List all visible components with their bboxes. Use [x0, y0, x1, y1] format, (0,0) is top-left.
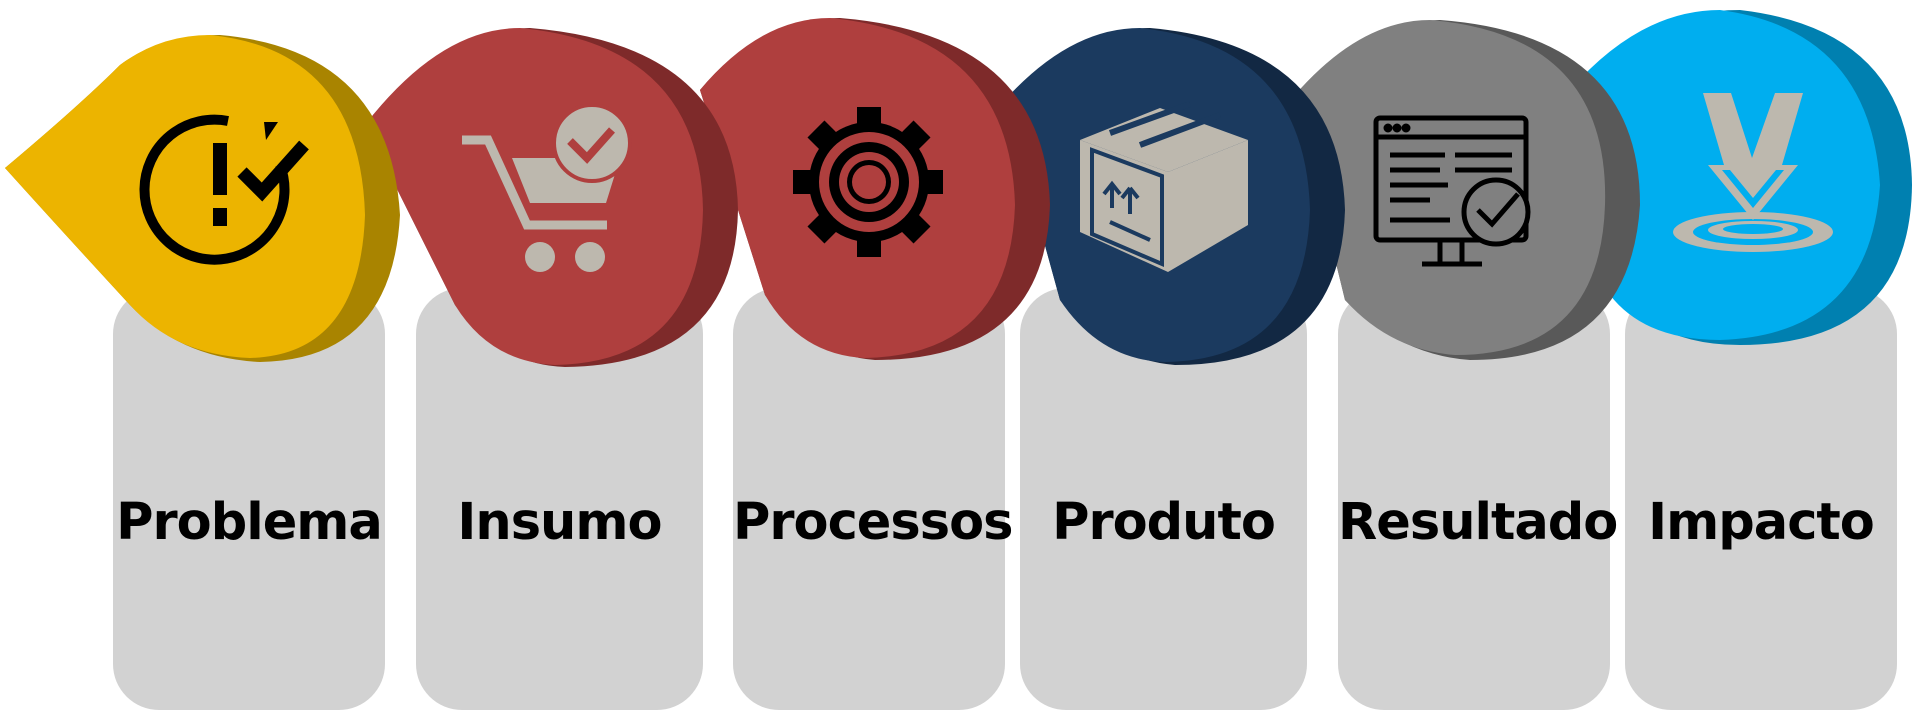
drop-resultado-body: [1295, 20, 1606, 355]
drop-processos: [700, 18, 1050, 360]
drop-resultado: [1295, 20, 1640, 360]
step-label-resultado: Resultado: [1338, 493, 1618, 552]
drop-produto: [1005, 28, 1345, 365]
monitor-check-icon: [1373, 115, 1531, 267]
drop-insumo: [365, 28, 738, 367]
impact-arrow-ripple-icon: [1673, 93, 1833, 252]
step-label-impacto: Impacto: [1648, 493, 1875, 552]
step-label-produto: Produto: [1052, 493, 1276, 552]
drop-impacto: [1570, 10, 1912, 345]
drop-problema: [5, 35, 400, 362]
step-label-processos: Processos: [733, 493, 1014, 552]
gear-icon: [793, 107, 943, 257]
shopping-cart-check-icon: [462, 103, 632, 272]
step-label-problema: Problema: [116, 493, 383, 552]
drop-problema-body: [5, 35, 365, 358]
problem-alert-check-icon: [139, 114, 309, 265]
step-card-impacto: [1625, 288, 1897, 710]
step-label-insumo: Insumo: [457, 493, 662, 552]
package-box-icon: [1080, 101, 1248, 272]
